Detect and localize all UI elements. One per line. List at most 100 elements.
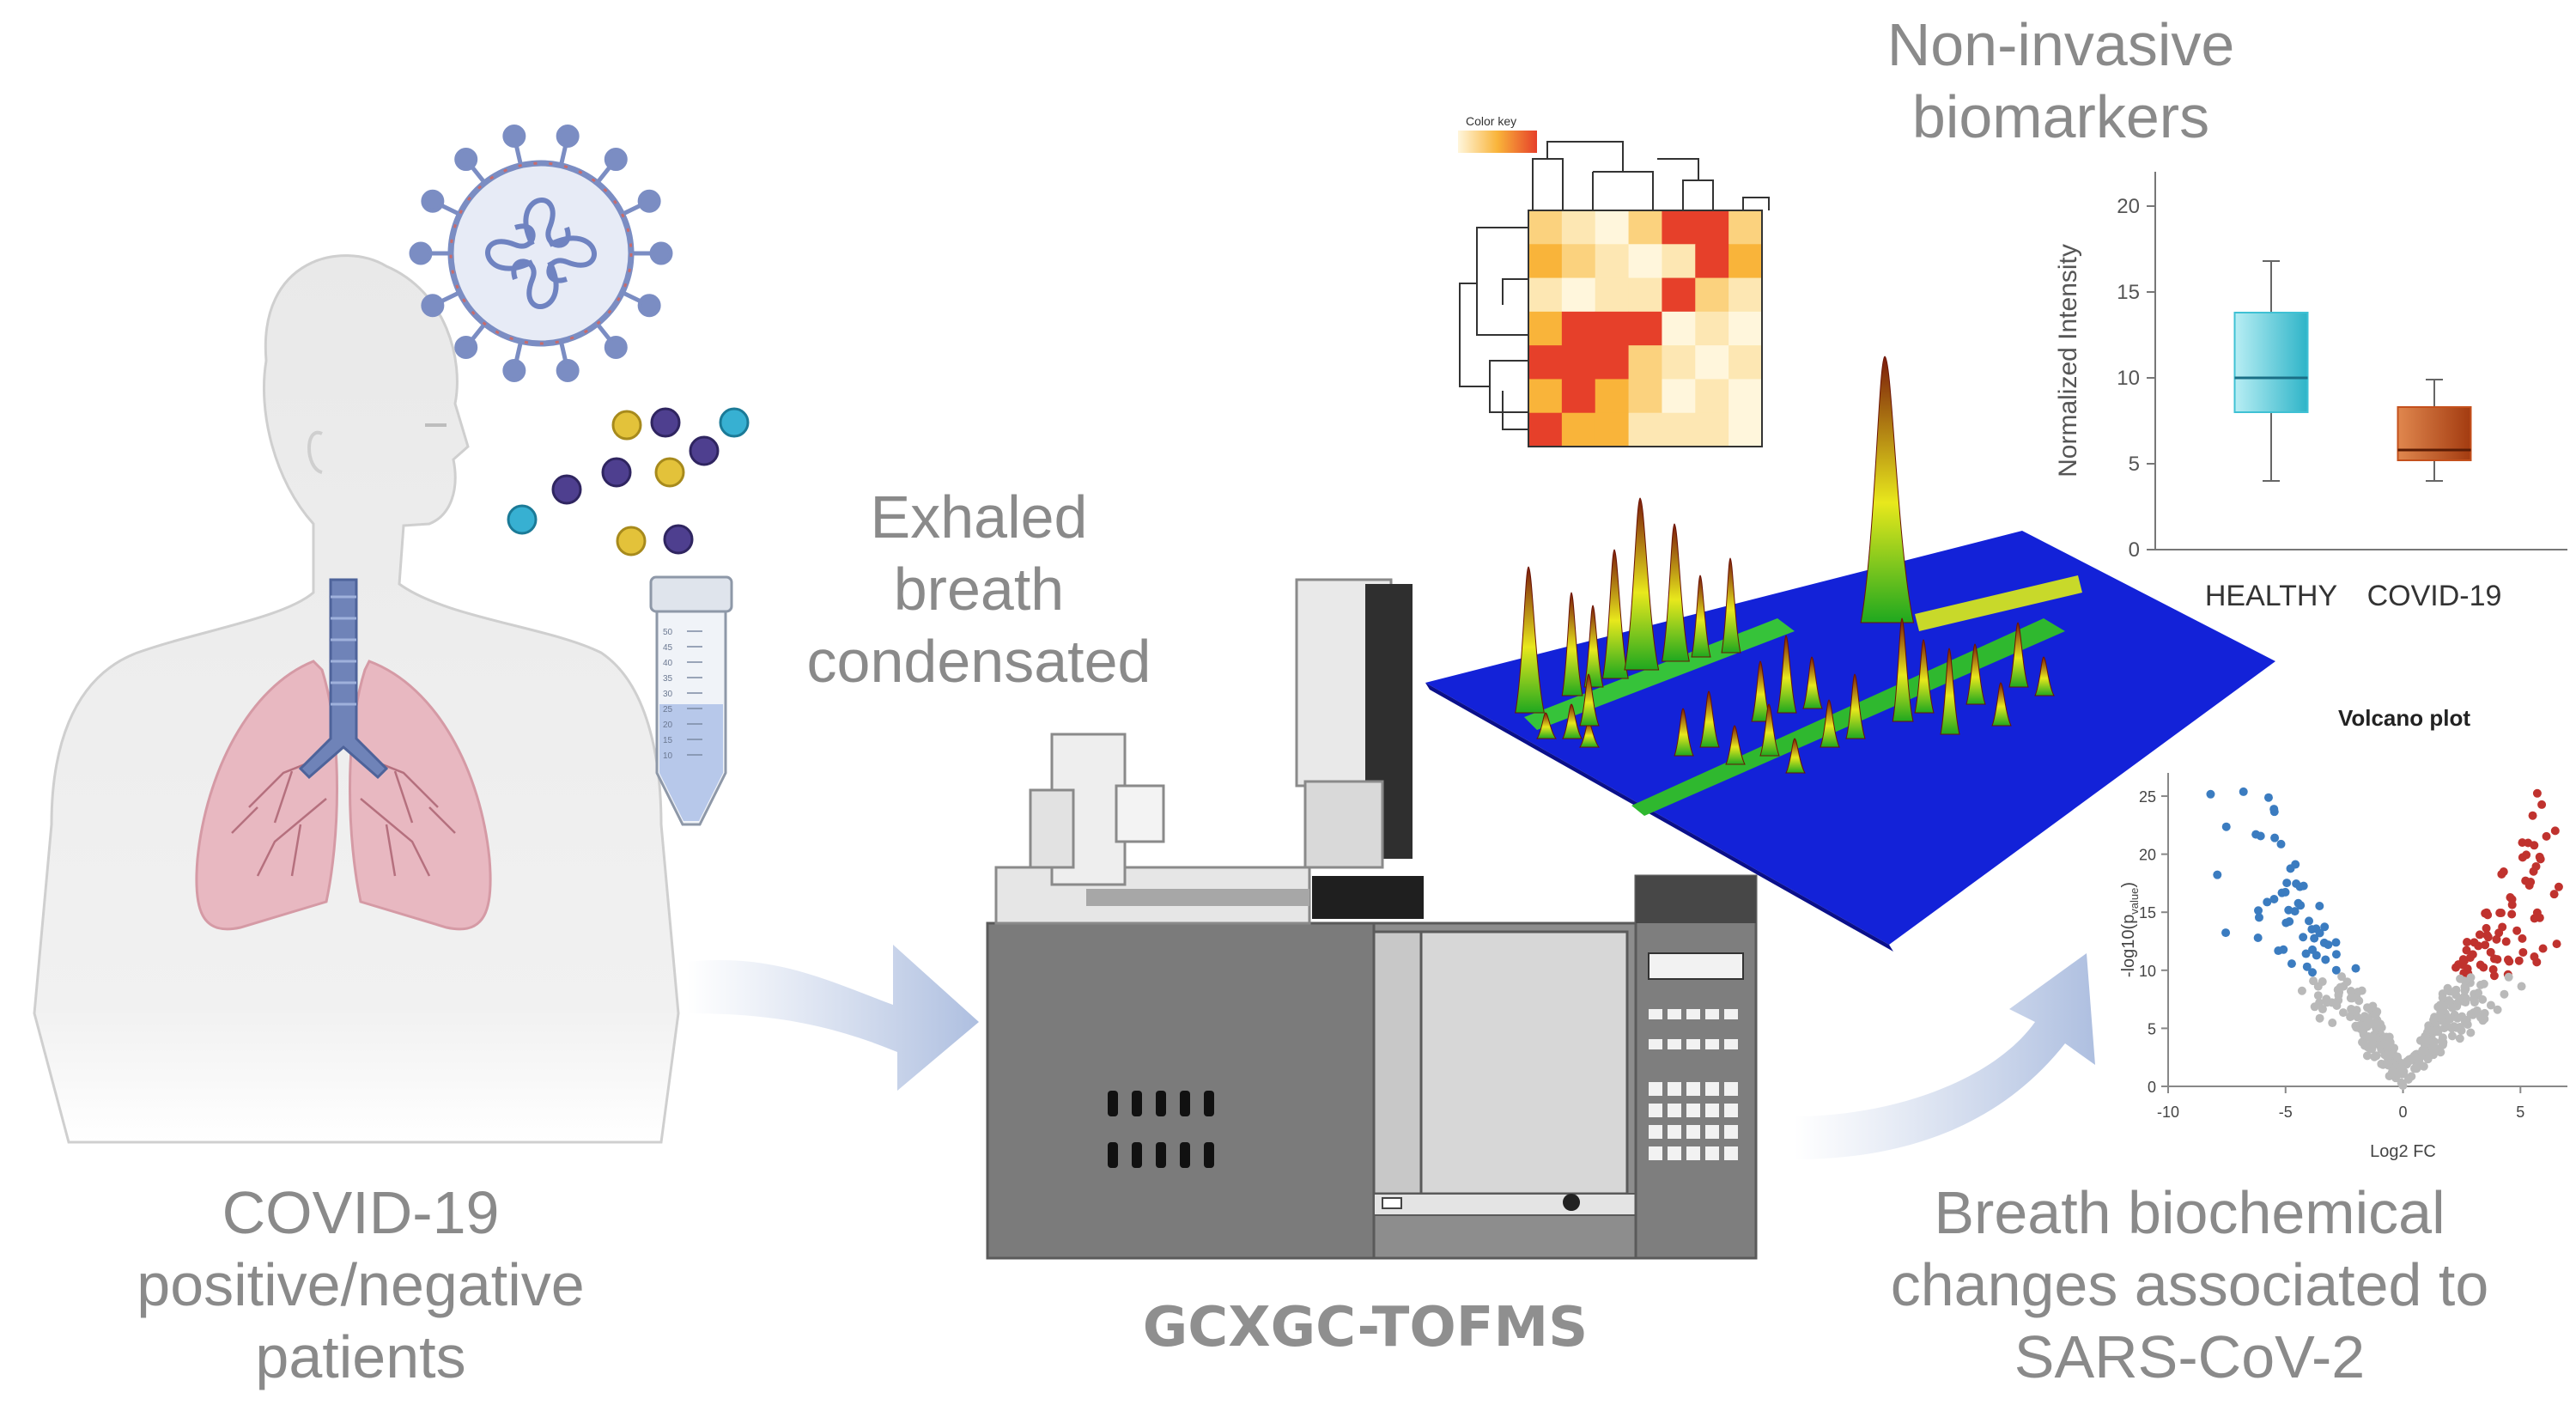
heatmap-cell [1561,210,1596,245]
heatmap-cell [1662,379,1696,414]
volcano-point [2466,973,2476,982]
boxplot-y-label: Normalized Intensity [2054,244,2082,477]
keypad-key [1649,1039,1662,1049]
volcano-point [2321,955,2330,964]
volcano-point [2458,955,2468,964]
heatmap-cell [1595,244,1630,279]
chromatogram-peak [1515,566,1545,714]
caption-patients-line-3: patients [255,1323,466,1390]
heatmap-cell [1695,277,1729,313]
volcano-point [2206,789,2215,799]
volcano-point [2507,909,2517,919]
chromatogram-peak [1691,575,1711,658]
volcano-x-tick-label: 0 [2399,1104,2408,1121]
heatmap-cell [1628,277,1662,313]
volcano-point [2284,905,2293,915]
chromatogram-peak [1914,639,1935,714]
keypad-key [1686,1009,1700,1019]
keypad-key [1649,1082,1662,1096]
instrument-body [986,921,1376,1260]
volcano-point [2518,947,2528,957]
boxplot-y-tick-label: 15 [2117,281,2140,304]
chromatogram-peak [1536,712,1558,739]
volcano-point [2371,1010,2380,1019]
tube-tick-label: 25 [663,705,673,715]
heatmap-cell [1595,412,1630,447]
volcano-point [2221,928,2231,938]
volcano-point [2269,894,2279,903]
volcano-point [2263,897,2272,907]
volcano-point [2476,960,2485,970]
volcano-point [2494,928,2504,938]
volcano-point [2291,860,2300,869]
caption-exhaled-breath: Exhaled breath condensated [773,481,1185,697]
volcano-title: Volcano plot [2338,705,2470,731]
heatmap-cell [1595,311,1630,346]
volcano-point [2445,1014,2455,1024]
coronavirus-icon [409,125,673,382]
volcano-point [2338,1008,2348,1018]
heatmap-cell [1628,244,1662,279]
volcano-point [2327,998,2336,1007]
volcano-point [2359,1030,2368,1039]
volcano-point [2308,945,2318,954]
heatmap-cell [1561,379,1596,414]
volcano-point [2466,1028,2476,1037]
heatmap-cell [1561,244,1596,279]
volcano-point [2514,956,2524,965]
volcano-x-label: Log2 FC [2370,1142,2436,1161]
trachea-rings [331,595,356,706]
chromatogram-peak [1991,682,2012,727]
volcano-point [2462,946,2471,955]
volcano-point [2522,850,2531,860]
tube-tick-label: 15 [663,736,673,745]
heatmap-cell [1728,210,1763,245]
tube-tick-label: 10 [663,751,673,761]
heatmap-cell [1728,379,1763,414]
volcano-point [2428,1025,2438,1035]
volcano-point [2391,1070,2400,1079]
volcano-point [2463,938,2472,947]
volcano-point [2482,930,2492,940]
volcano-point [2461,984,2470,994]
breath-molecules [507,407,750,556]
volcano-point [2320,922,2330,932]
heatmap-cell [1662,311,1696,346]
volcano-point [2336,982,2345,992]
volcano-point [2486,947,2495,957]
caption-changes-line-1: Breath biochemical [1934,1179,2445,1246]
keypad-key [1668,1104,1681,1117]
volcano-point [2367,1033,2377,1043]
volcano-point [2421,1031,2430,1041]
heatmap-cell [1628,210,1662,245]
volcano-point [2263,793,2273,802]
volcano-point [2407,1054,2416,1063]
volcano-point [2351,964,2360,973]
flow-arrow-1 [687,945,979,1091]
caption-patients-line-1: COVID-19 [222,1179,500,1246]
keypad-key [1686,1125,1700,1139]
virus-rna [485,198,597,309]
heatmap-cell [1728,277,1763,313]
heatmap-cell [1662,244,1696,279]
ear [307,430,323,474]
heatmap-cell [1528,345,1563,380]
chromatogram-peak [1583,605,1604,688]
caption-changes-line-3: SARS-CoV-2 [2014,1323,2366,1390]
virus-spike-head [649,241,673,265]
volcano-point [2415,1055,2424,1065]
heatmap-cell [1728,244,1763,279]
chromatogram-peak [1662,523,1690,662]
volcano-point [2475,930,2484,940]
volcano-point [2253,934,2263,943]
volcano-point [2331,950,2341,959]
heatmap-cell [1728,311,1763,346]
volcano-x-tick-label: -5 [2279,1104,2293,1121]
volcano-point [2342,977,2352,987]
volcano-point [2526,877,2536,886]
heatmap-cell [1528,210,1563,245]
volcano-point [2319,938,2329,947]
ridge-3 [1915,575,2082,631]
volcano-point [2299,881,2308,891]
